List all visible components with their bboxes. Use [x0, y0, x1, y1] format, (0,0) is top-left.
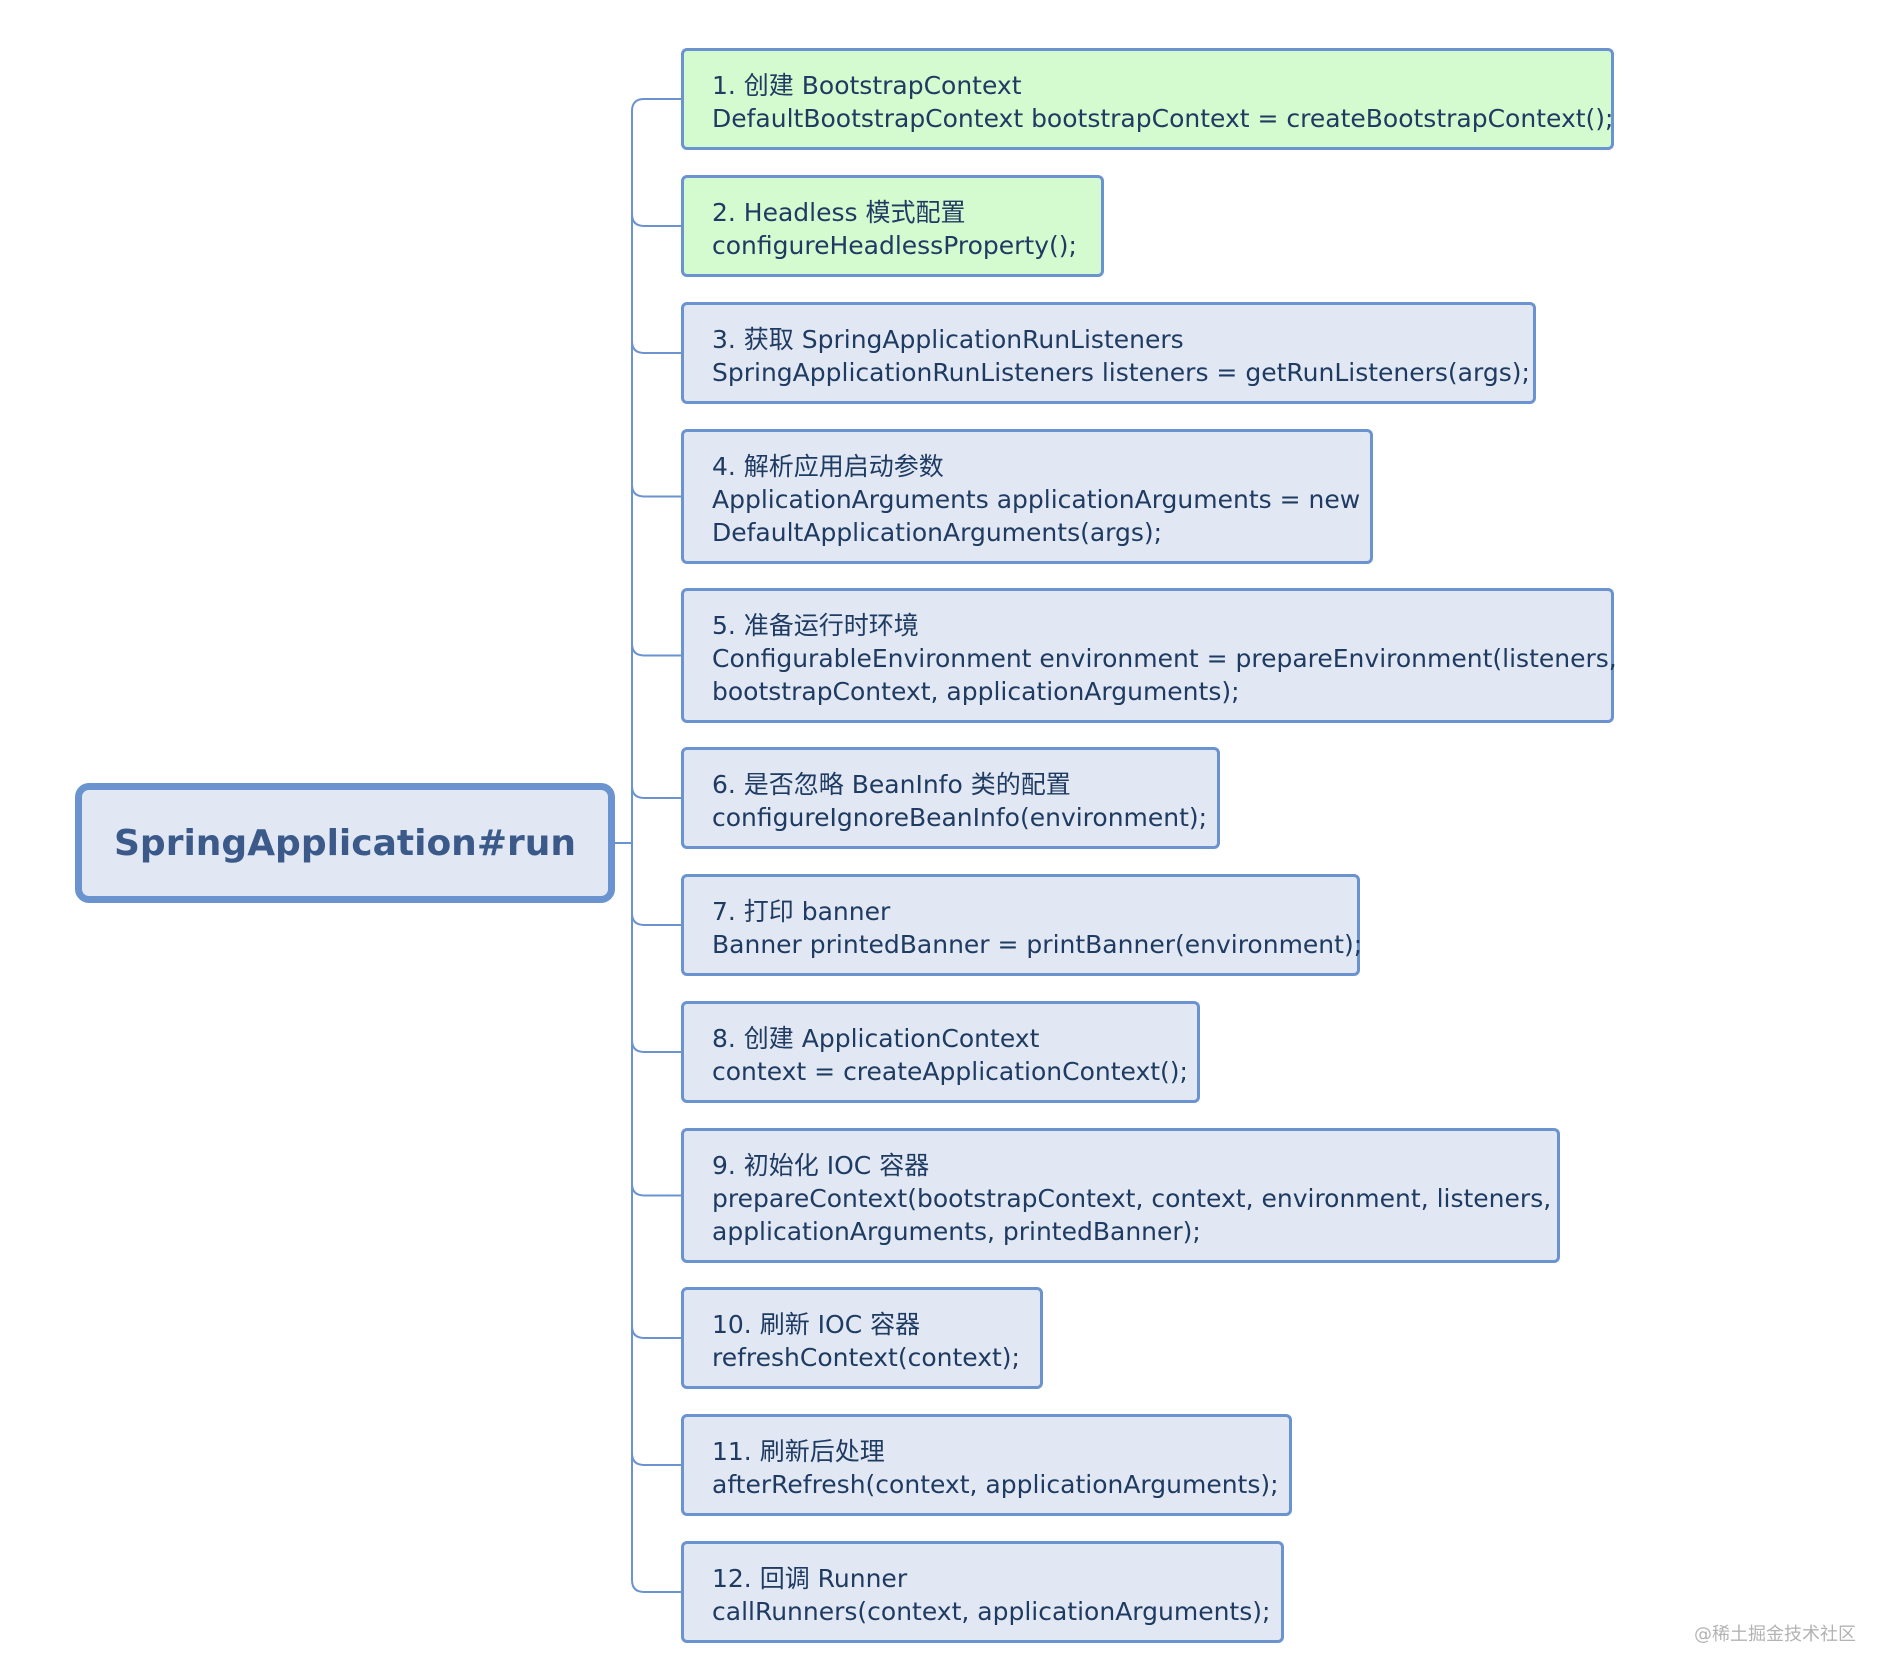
branch-line [631, 1452, 681, 1466]
branch-line [631, 484, 681, 498]
step-title: 6. 是否忽略 BeanInfo 类的配置 [712, 770, 1071, 799]
step-title: 10. 刷新 IOC 容器 [712, 1310, 921, 1339]
step-node[interactable]: 11. 刷新后处理 afterRefresh(context, applicati… [681, 1414, 1292, 1516]
branch-line [631, 98, 681, 112]
step-node[interactable]: 8. 创建 ApplicationContext context = create… [681, 1001, 1200, 1103]
step-node[interactable]: 5. 准备运行时环境 ConfigurableEnvironment enviro… [681, 588, 1617, 723]
step-code-line: DefaultApplicationArguments(args); [712, 518, 1163, 547]
step-code-line: applicationArguments, printedBanner); [712, 1217, 1201, 1246]
branch-line [631, 912, 681, 926]
branch-line [631, 1325, 681, 1339]
step-code-line: SpringApplicationRunListeners listeners … [712, 358, 1530, 387]
step-code-line: ApplicationArguments applicationArgument… [712, 485, 1361, 514]
step-code-line: configureHeadlessProperty(); [712, 231, 1077, 260]
step-title: 4. 解析应用启动参数 [712, 452, 944, 481]
branch-line [631, 785, 681, 799]
watermark: @稀土掘金技术社区 [1694, 1624, 1856, 1645]
step-title: 2. Headless 模式配置 [712, 198, 966, 227]
step-node[interactable]: 9. 初始化 IOC 容器 prepareContext(bootstrapCon… [681, 1128, 1560, 1263]
step-code-line: ConfigurableEnvironment environment = pr… [712, 644, 1617, 673]
step-code-line: prepareContext(bootstrapContext, context… [712, 1184, 1552, 1213]
root-label: SpringApplication#run [114, 822, 576, 864]
step-title: 8. 创建 ApplicationContext [712, 1024, 1040, 1053]
step-node[interactable]: 10. 刷新 IOC 容器 refreshContext(context); [681, 1287, 1043, 1389]
step-node[interactable]: 12. 回调 Runner callRunners(context, applic… [681, 1541, 1284, 1643]
branch-line [631, 1039, 681, 1053]
branch-line [631, 1579, 681, 1593]
step-title: 3. 获取 SpringApplicationRunListeners [712, 325, 1184, 354]
step-code-line: bootstrapContext, applicationArguments); [712, 677, 1240, 706]
step-title: 11. 刷新后处理 [712, 1437, 885, 1466]
step-code-line: callRunners(context, applicationArgument… [712, 1597, 1271, 1626]
step-code-line: context = createApplicationContext(); [712, 1057, 1188, 1086]
step-title: 7. 打印 banner [712, 897, 891, 926]
step-node[interactable]: 4. 解析应用启动参数 ApplicationArguments applicat… [681, 429, 1373, 564]
step-code-line: afterRefresh(context, applicationArgumen… [712, 1470, 1279, 1499]
root-node[interactable]: SpringApplication#run [75, 783, 615, 903]
step-title: 1. 创建 BootstrapContext [712, 71, 1022, 100]
step-node[interactable]: 6. 是否忽略 BeanInfo 类的配置 configureIgnoreBean… [681, 747, 1220, 849]
branch-line [631, 213, 681, 227]
step-code-line: DefaultBootstrapContext bootstrapContext… [712, 104, 1614, 133]
branch-line [631, 340, 681, 354]
step-title: 5. 准备运行时环境 [712, 611, 919, 640]
step-code-line: refreshContext(context); [712, 1343, 1020, 1372]
step-code-line: configureIgnoreBeanInfo(environment); [712, 803, 1208, 832]
step-node[interactable]: 2. Headless 模式配置 configureHeadlessPropert… [681, 175, 1104, 277]
branch-line [631, 1183, 681, 1197]
step-code-line: Banner printedBanner = printBanner(envir… [712, 930, 1363, 959]
step-title: 12. 回调 Runner [712, 1564, 908, 1593]
branch-line [631, 643, 681, 657]
step-title: 9. 初始化 IOC 容器 [712, 1151, 930, 1180]
